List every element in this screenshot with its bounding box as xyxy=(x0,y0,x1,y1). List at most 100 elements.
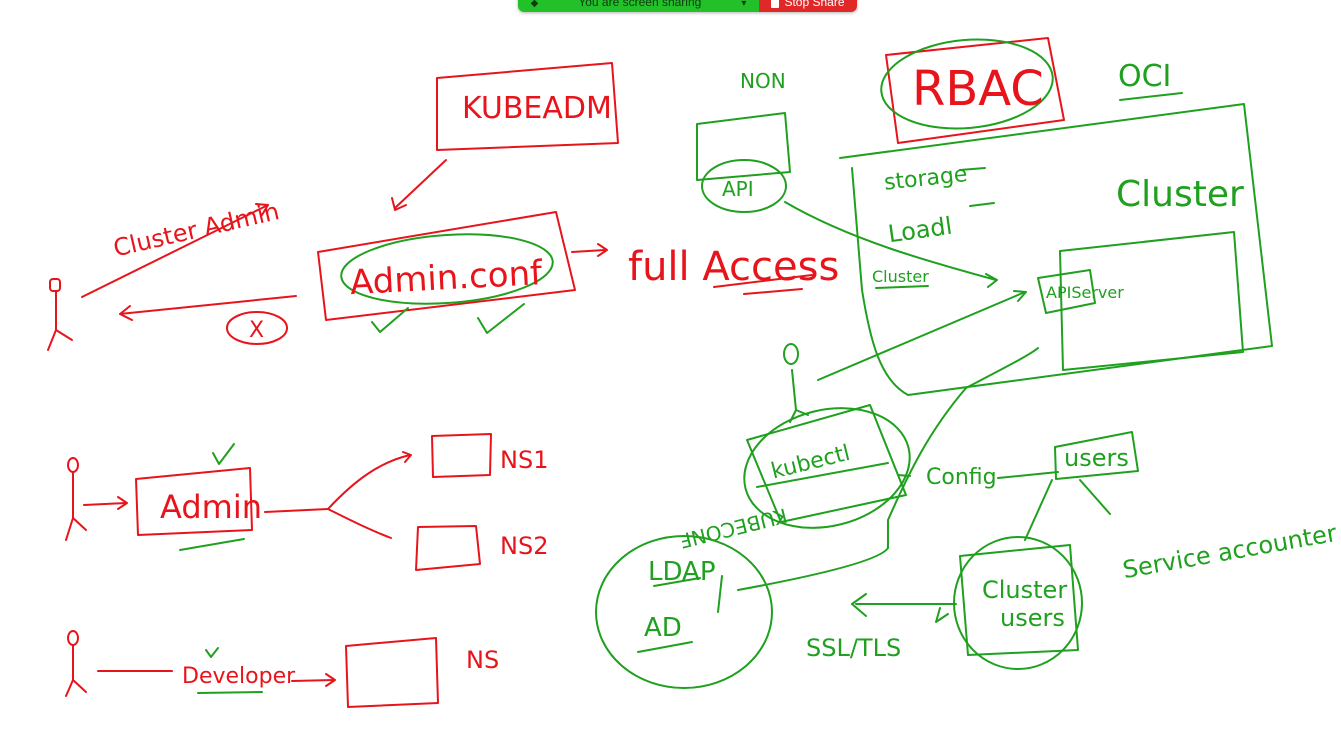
user-stick-figure xyxy=(65,457,87,541)
config-label: Config xyxy=(926,465,997,490)
cluster-admin-label: Cluster Admin xyxy=(111,197,282,262)
oci-cluster-group: storage Loadl Cluster Cluster APIServer xyxy=(839,103,1273,396)
non-box xyxy=(696,112,791,181)
check-mark xyxy=(205,647,219,658)
arrow-to-ns1 xyxy=(264,451,412,513)
kubectl-divider xyxy=(756,462,889,488)
cluster-users-line2: users xyxy=(1000,604,1065,632)
admin-box xyxy=(135,467,253,536)
rbac-ellipse xyxy=(880,38,1054,130)
line-to-cluster-users xyxy=(1024,479,1053,541)
user-stick-figure xyxy=(783,343,809,423)
ldap-group: LDAP AD xyxy=(595,347,1039,689)
storage-dash xyxy=(959,167,986,171)
stop-icon xyxy=(771,0,780,8)
arrow-head xyxy=(935,607,949,623)
oci-underline xyxy=(1119,92,1183,101)
rbac-group: RBAC OCI xyxy=(880,37,1183,144)
users-label: users xyxy=(1064,444,1129,472)
api-label: API xyxy=(722,177,754,201)
cluster-small-underline xyxy=(875,285,929,289)
cluster-users-line1: Cluster xyxy=(982,576,1067,604)
arrow-to-ssl xyxy=(851,593,957,617)
admin-conf-box xyxy=(317,211,576,321)
oci-cluster-boundary xyxy=(839,103,1273,396)
ns-label: NS xyxy=(466,646,499,674)
check-mark xyxy=(212,443,235,465)
ns1-box xyxy=(431,433,492,478)
shield-icon: ◆ xyxy=(530,0,539,9)
service-account-label: Service accounter xyxy=(1121,519,1339,584)
cluster-small-label: Cluster xyxy=(872,267,929,286)
kubeconfig-label: KUBECONF xyxy=(677,503,789,553)
denied-circle xyxy=(226,311,288,345)
access-underline xyxy=(713,274,813,295)
full-access-label: full Access xyxy=(628,244,839,290)
rbac-label: RBAC xyxy=(912,61,1044,117)
control-plane-box xyxy=(1059,231,1244,371)
arrow-api-to-apiserver xyxy=(784,201,998,288)
admin-label: Admin xyxy=(160,488,262,526)
x-mark: X xyxy=(249,318,264,343)
check-mark xyxy=(477,303,525,334)
ns1-label: NS1 xyxy=(500,446,548,474)
admin-ns-group: Admin NS1 NS2 xyxy=(65,433,548,571)
share-status: ◆ You are screen sharing ▾ xyxy=(518,0,759,12)
ldap-ellipse xyxy=(595,535,773,689)
storage-label: storage xyxy=(883,162,969,196)
ad-strokes xyxy=(637,575,723,653)
chevron-down-icon[interactable]: ▾ xyxy=(741,0,747,9)
lb-dash xyxy=(969,202,995,207)
non-api-group: NON API xyxy=(696,69,998,288)
cluster-users-box xyxy=(959,544,1079,656)
cluster-admin-group: Cluster Admin X xyxy=(47,197,297,351)
developer-underline xyxy=(197,691,263,694)
arrow-to-ns2 xyxy=(327,508,392,539)
kubeadm-box xyxy=(436,62,619,151)
developer-ns-group: Developer NS xyxy=(65,630,499,708)
users-box xyxy=(1054,431,1139,480)
arrow-to-ns xyxy=(291,673,336,687)
stop-share-button[interactable]: Stop Share xyxy=(759,0,857,12)
arrow-to-full-access xyxy=(571,243,608,257)
arrow-back-to-user xyxy=(119,295,297,321)
cluster-big-label: Cluster xyxy=(1116,174,1244,215)
user-stick-figure xyxy=(65,630,87,697)
kubeadm-arrow xyxy=(391,159,447,211)
developer-label: Developer xyxy=(182,664,296,689)
apiserver-box xyxy=(1037,269,1096,314)
arrow-to-apiserver xyxy=(817,290,1027,381)
ssl-tls-label: SSL/TLS xyxy=(806,634,901,662)
load-balancer-label: Loadl xyxy=(886,212,954,249)
line-config-to-users xyxy=(997,471,1059,479)
stop-share-label: Stop Share xyxy=(784,0,845,9)
ns-box xyxy=(345,637,439,708)
admin-conf-label: Admin.conf xyxy=(349,253,544,303)
api-ellipse xyxy=(701,159,787,213)
line-to-service-account xyxy=(1079,479,1111,515)
kubeadm-label: KUBEADM xyxy=(462,91,612,126)
screen-share-banner: ◆ You are screen sharing ▾ Stop Share xyxy=(518,0,857,12)
ad-label: AD xyxy=(644,613,682,643)
non-label: NON xyxy=(740,69,786,93)
admin-conf-group: Admin.conf full Access xyxy=(317,211,839,334)
arrow-to-admin-conf xyxy=(81,203,269,298)
apiserver-label: APIServer xyxy=(1046,283,1124,302)
ns2-box xyxy=(415,525,481,571)
cluster-users-group: Cluster users SSL/TLS xyxy=(806,536,1083,670)
kubeadm-group: KUBEADM xyxy=(391,62,619,211)
oci-label: OCI xyxy=(1118,59,1171,94)
rbac-box xyxy=(885,37,1065,144)
share-status-text: You are screen sharing xyxy=(578,0,702,9)
ldap-label: LDAP xyxy=(648,557,716,587)
arrow-to-admin xyxy=(83,496,128,510)
ldap-underline xyxy=(653,577,701,587)
admin-conf-ellipse xyxy=(340,233,554,305)
user-stick-figure xyxy=(47,278,73,351)
kubectl-ellipse xyxy=(743,407,911,529)
kubectl-box xyxy=(746,404,907,523)
line-ldap-to-cluster xyxy=(737,347,1039,591)
ns2-label: NS2 xyxy=(500,532,548,560)
check-mark xyxy=(371,307,409,333)
